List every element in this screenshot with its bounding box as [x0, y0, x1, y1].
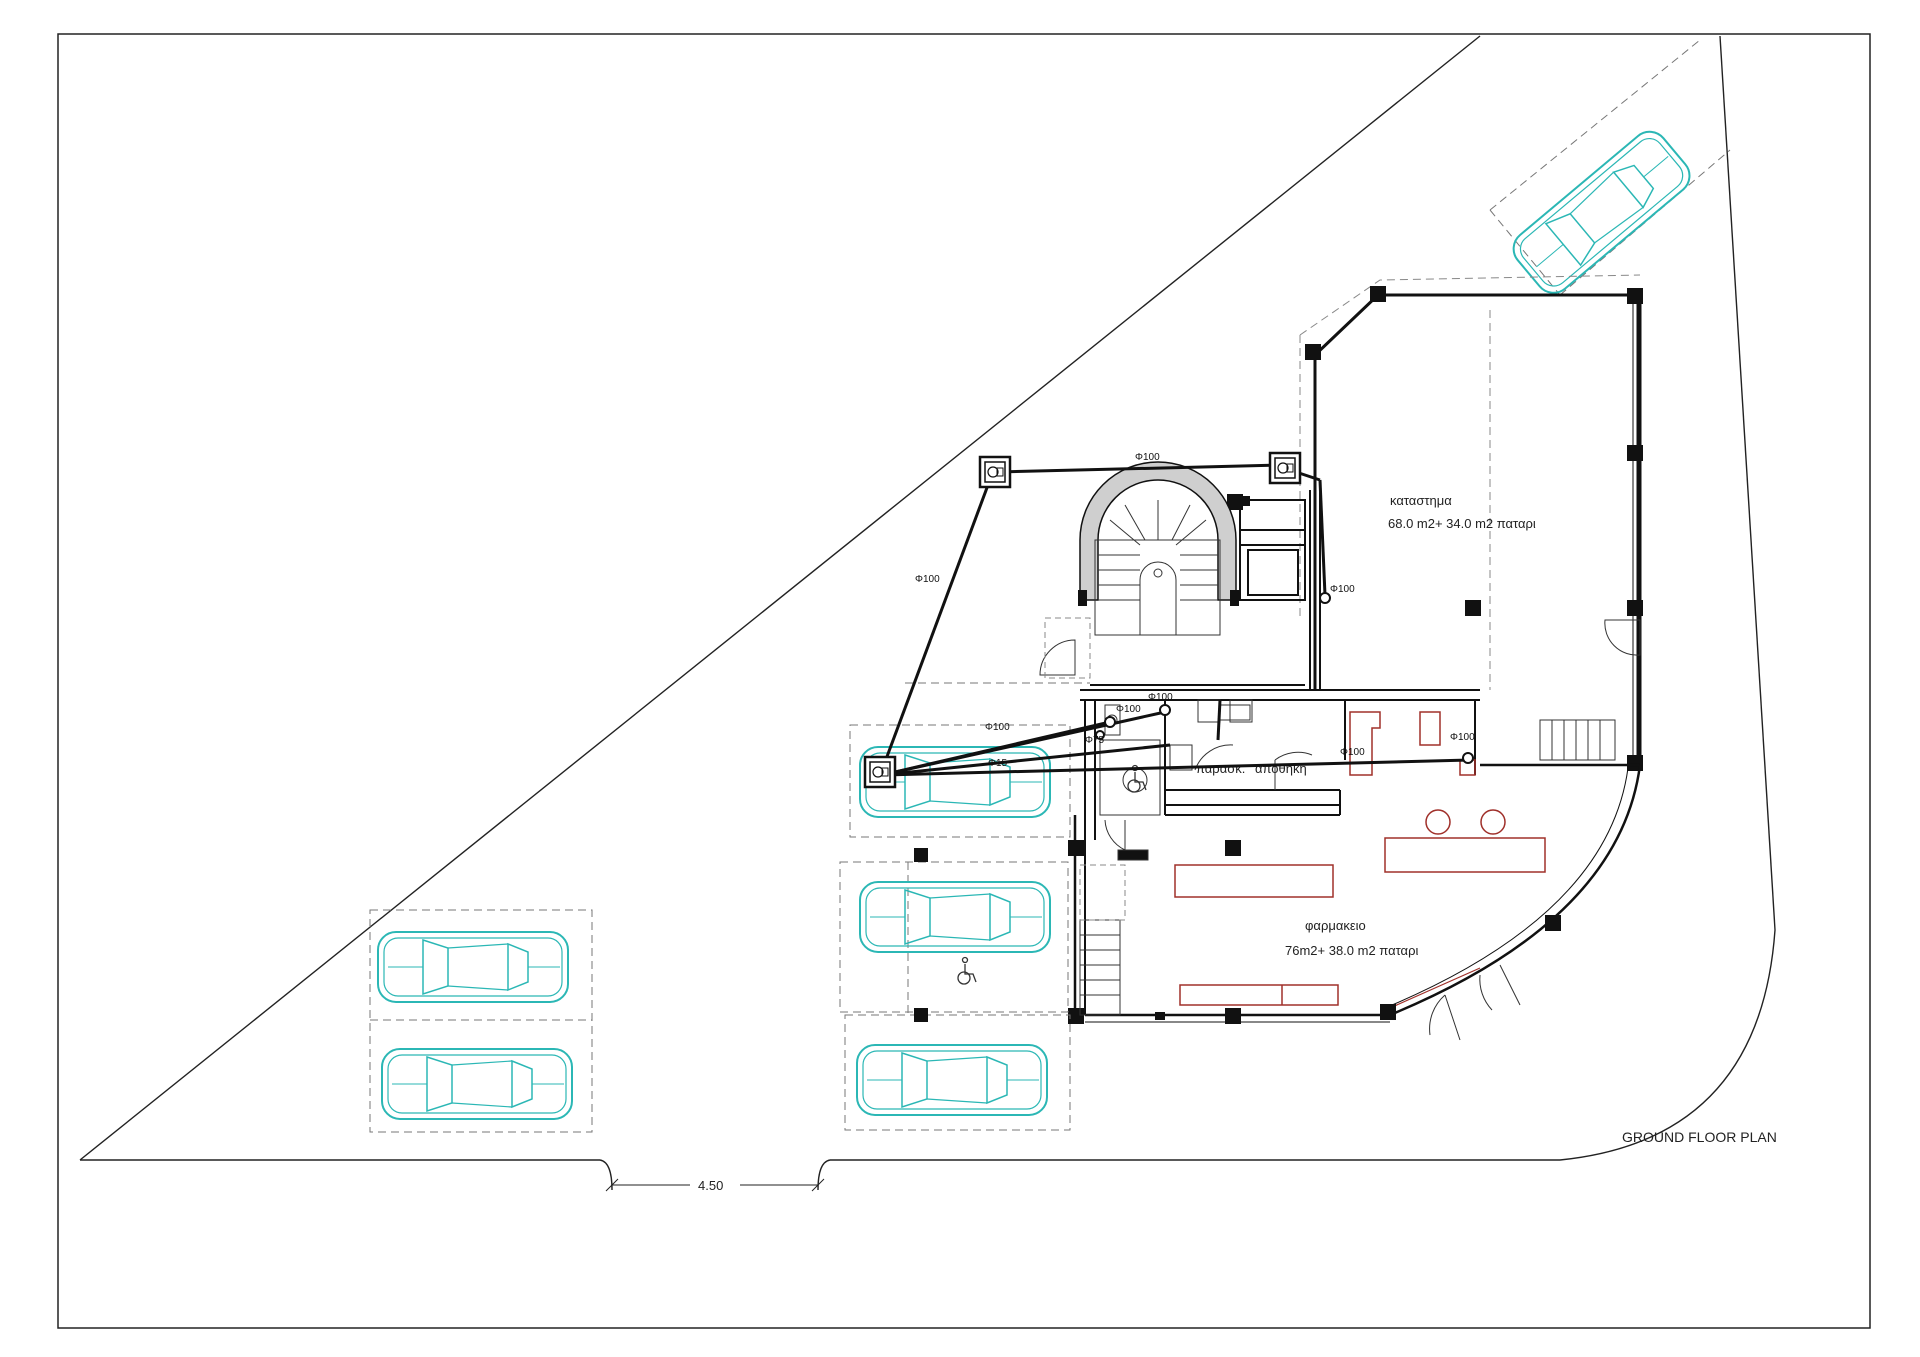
staircase-core: [1078, 461, 1250, 636]
pharmacy-dashed-box: [1079, 864, 1126, 921]
wheelchair-icon: [957, 956, 977, 985]
sheet-frame: [57, 33, 1871, 1329]
pipe-label: Φ100: [1330, 584, 1355, 595]
plot-boundary: [79, 35, 1776, 1191]
parking-bays: [369, 682, 1090, 1133]
shop-name: καταστημα: [1390, 493, 1452, 508]
shop-area: 68.0 m2+ 34.0 m2 παταρι: [1388, 516, 1536, 531]
pipe-label: Φ100: [1340, 747, 1365, 758]
pipe-label: Φ100: [915, 574, 940, 585]
shop-walls: [1313, 293, 1642, 760]
pipe-label: Φ75: [1085, 735, 1105, 746]
wheelchair-icon: [1127, 764, 1147, 793]
pharmacy-name: φαρμακειο: [1305, 918, 1366, 933]
pharmacy-furniture: [1174, 837, 1546, 1006]
pharmacy-counters: [1349, 711, 1476, 776]
core-walls: [1090, 490, 1321, 690]
shop-door: [1604, 619, 1641, 656]
pharmacy-red-wall: [1389, 967, 1481, 1009]
manhole-icon: [863, 755, 897, 789]
pharmacy-chairs: [1425, 809, 1506, 835]
pipe-label: Φ100: [1135, 452, 1160, 463]
car-icon: [377, 931, 569, 1003]
pantry-label: παρασκ.: [1196, 761, 1245, 776]
car-icon: [381, 1048, 573, 1120]
dimension-label: 4.50: [698, 1178, 723, 1193]
pipe-label: Φ100: [1450, 732, 1475, 743]
pipe-label: Φ100: [1148, 692, 1173, 703]
shop-stair: [1539, 719, 1616, 761]
drainage-pipes: [880, 463, 1471, 777]
pharmacy-entrance-doors: [1429, 964, 1521, 1041]
car-icon: [1505, 123, 1698, 302]
core-dashed-box: [1044, 617, 1091, 679]
pipe-nodes: [1095, 592, 1474, 764]
pharmacy-stair: [1079, 919, 1121, 1016]
pipe-label: Φ100: [1116, 704, 1141, 715]
pharmacy-area: 76m2+ 38.0 m2 παταρι: [1285, 943, 1418, 958]
manhole-icon: [1268, 451, 1302, 485]
pipe-label: Φ100: [985, 722, 1010, 733]
pipe-label: Φ15: [988, 758, 1008, 769]
car-icon: [856, 1044, 1048, 1116]
pharmacy-columns: [1068, 840, 1561, 1024]
drawing-title: GROUND FLOOR PLAN: [1622, 1129, 1777, 1145]
service-block: [1080, 689, 1480, 1015]
manhole-icon: [978, 455, 1012, 489]
parking-columns: [914, 848, 928, 1022]
car-icon: [859, 881, 1051, 953]
core-door: [1039, 639, 1076, 676]
building-dashed-outline: [1299, 274, 1641, 690]
